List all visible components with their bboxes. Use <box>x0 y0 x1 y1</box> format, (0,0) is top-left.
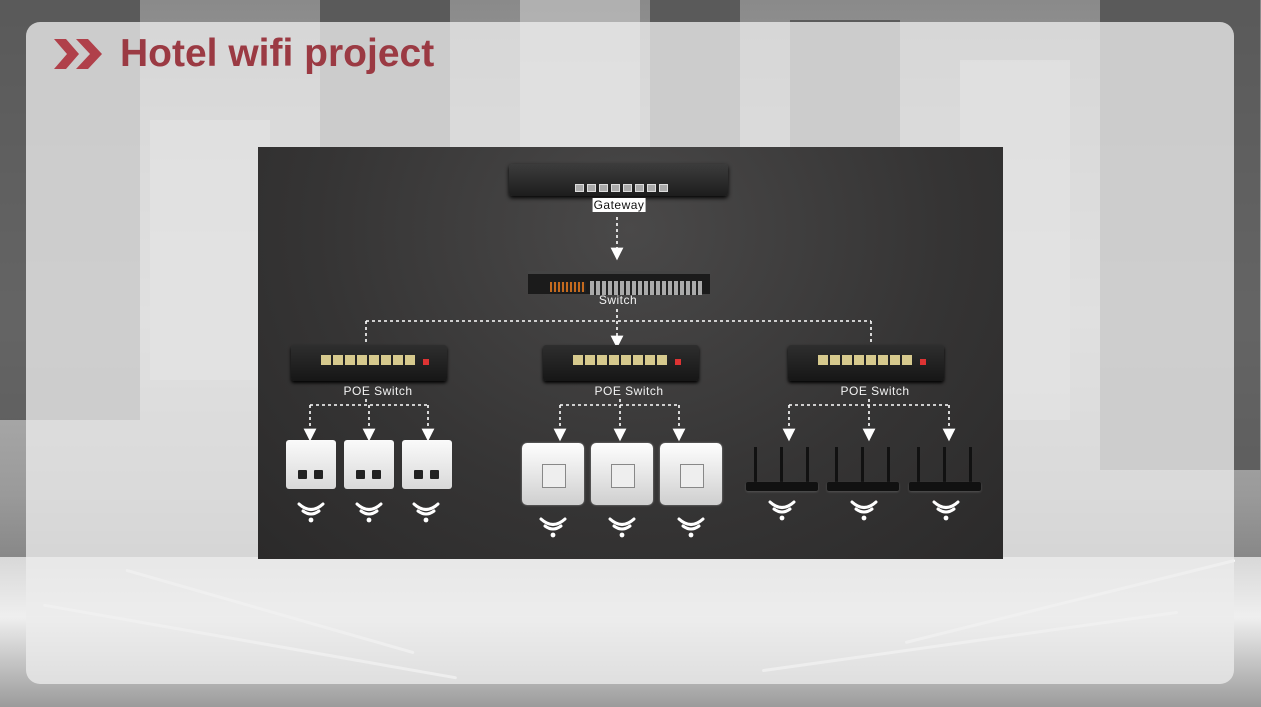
poe-switch-label-left: POE Switch <box>343 384 413 398</box>
poe-switch-label-center: POE Switch <box>594 384 664 398</box>
wifi-signal-icon <box>768 500 796 521</box>
wireless-router <box>746 447 818 491</box>
wifi-signal-icon <box>677 517 705 538</box>
network-topology-diagram: Gateway Switch POE Switch POE Switch POE… <box>258 147 1003 559</box>
ceiling-ap <box>591 443 653 505</box>
poe-switch-label-right: POE Switch <box>840 384 910 398</box>
wifi-signal-icon <box>608 517 636 538</box>
ceiling-ap <box>522 443 584 505</box>
wireless-router <box>909 447 981 491</box>
poe-switch-left <box>291 345 447 381</box>
poe-switch-center <box>543 345 699 381</box>
wifi-signal-icon <box>297 502 325 523</box>
slide-header: Hotel wifi project <box>54 34 434 73</box>
wifi-signal-icon <box>850 500 878 521</box>
gateway-device <box>509 164 728 196</box>
slide-title: Hotel wifi project <box>120 32 435 75</box>
wifi-signal-icon <box>932 500 960 521</box>
core-switch-device <box>528 271 710 295</box>
connector-lines <box>303 217 956 442</box>
wifi-signal-icon <box>539 517 567 538</box>
wifi-signal-icon <box>355 502 383 523</box>
gateway-label: Gateway <box>592 198 646 212</box>
poe-switch-right <box>788 345 944 381</box>
wall-panel-ap <box>402 440 452 489</box>
wall-panel-ap <box>286 440 336 489</box>
wifi-signal-icon <box>412 502 440 523</box>
double-chevron-right-icon <box>54 38 102 69</box>
switch-label: Switch <box>598 293 638 307</box>
ceiling-ap <box>660 443 722 505</box>
wireless-router <box>827 447 899 491</box>
wall-panel-ap <box>344 440 394 489</box>
